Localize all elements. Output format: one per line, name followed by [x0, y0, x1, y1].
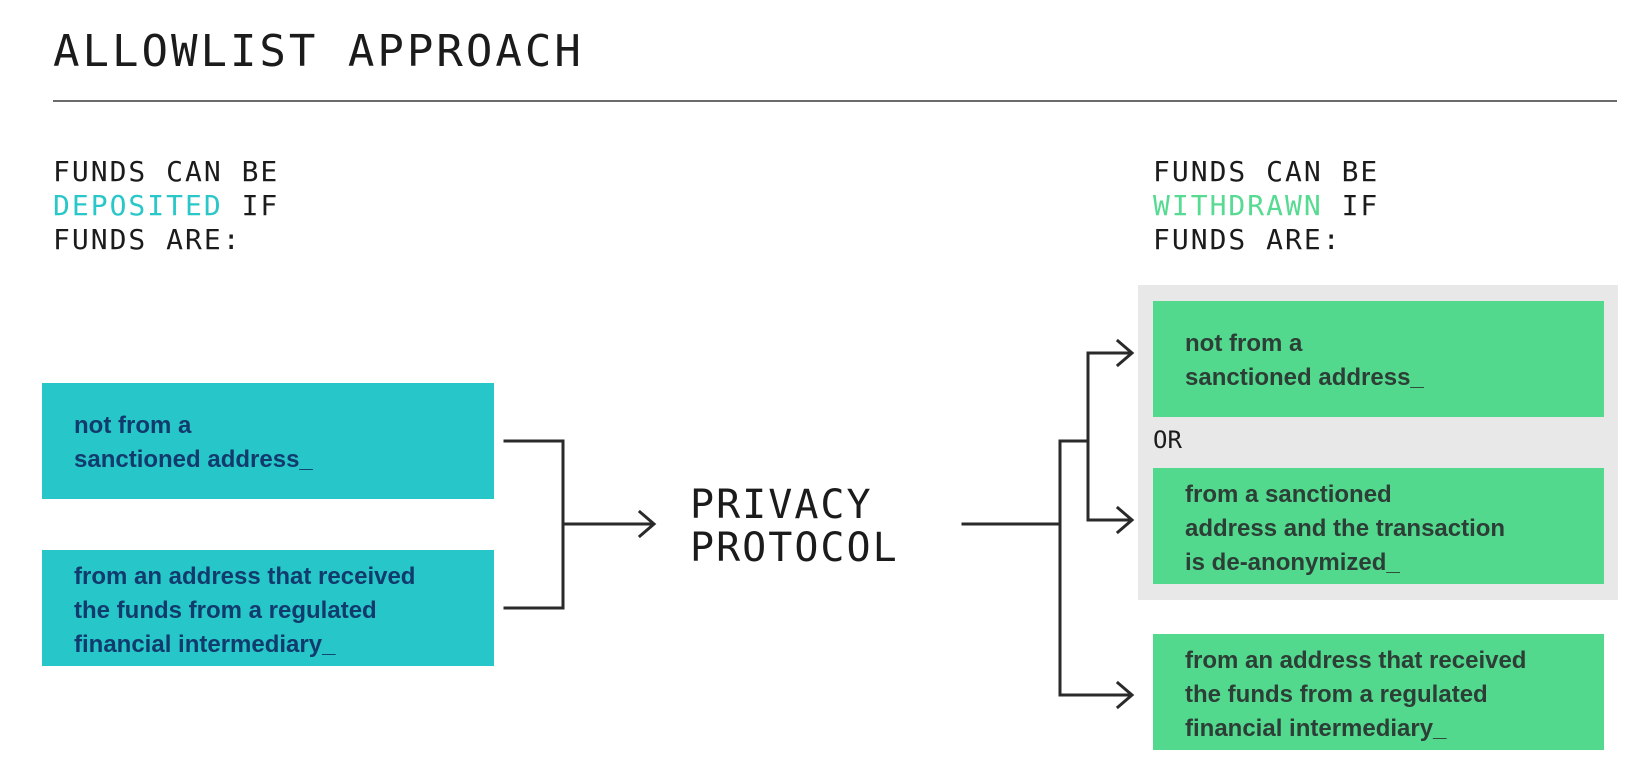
- box-line: not from a: [74, 412, 192, 439]
- title-divider: [53, 100, 1617, 102]
- deposit-heading-line1: FUNDS CAN BE: [53, 155, 280, 188]
- privacy-protocol-line1: PRIVACY: [690, 482, 873, 528]
- deposit-condition-not-sanctioned: not from a sanctioned address_: [42, 383, 494, 499]
- deposit-heading: FUNDS CAN BE DEPOSITED IF FUNDS ARE:: [53, 155, 279, 257]
- box-line: not from a: [1185, 330, 1303, 357]
- arrow-head-top: [1115, 338, 1135, 368]
- withdraw-heading-line1: FUNDS CAN BE: [1153, 155, 1380, 188]
- or-label: OR: [1153, 426, 1182, 454]
- withdraw-main-trunk: [1058, 439, 1132, 697]
- privacy-protocol-line2: PROTOCOL: [690, 525, 899, 571]
- deposited-highlight: DEPOSITED: [53, 189, 223, 222]
- withdraw-heading-line3: FUNDS ARE:: [1153, 223, 1342, 256]
- arrow-head-middle: [1115, 505, 1135, 535]
- box-line: from an address that received: [74, 563, 416, 590]
- box-line: address and the transaction: [1185, 515, 1506, 542]
- box-line: financial intermediary_: [1185, 715, 1447, 742]
- withdraw-condition-regulated-intermediary: from an address that received the funds …: [1153, 634, 1604, 750]
- withdraw-condition-de-anonymized: from a sanctioned address and the transa…: [1153, 468, 1604, 584]
- withdraw-heading-line2: WITHDRAWN IF: [1153, 189, 1379, 223]
- deposit-heading-line2: DEPOSITED IF: [53, 189, 279, 223]
- box-line: sanctioned address_: [74, 446, 313, 473]
- withdraw-or-bracket-lower: [1086, 439, 1132, 522]
- box-line: the funds from a regulated: [1185, 681, 1488, 708]
- box-line: from an address that received: [1185, 647, 1527, 674]
- withdraw-heading-line2-rest: IF: [1322, 189, 1380, 222]
- deposit-bracket: [503, 439, 565, 610]
- page-title: ALLOWLIST APPROACH: [53, 26, 584, 77]
- withdraw-or-bracket: [1058, 351, 1132, 443]
- deposit-heading-line2-rest: IF: [222, 189, 280, 222]
- withdraw-condition-not-sanctioned: not from a sanctioned address_: [1153, 301, 1604, 417]
- box-line: is de-anonymized_: [1185, 549, 1400, 576]
- deposit-arrow-head: [637, 509, 657, 539]
- deposit-heading-line3: FUNDS ARE:: [53, 223, 242, 256]
- withdraw-heading: FUNDS CAN BE WITHDRAWN IF FUNDS ARE:: [1153, 155, 1379, 257]
- privacy-protocol-label: PRIVACY PROTOCOL: [690, 484, 899, 570]
- box-line: sanctioned address_: [1185, 364, 1424, 391]
- box-line: from a sanctioned: [1185, 481, 1392, 508]
- deposit-condition-regulated-intermediary: from an address that received the funds …: [42, 550, 494, 666]
- arrow-head-bottom: [1115, 680, 1135, 710]
- withdrawn-highlight: WITHDRAWN: [1153, 189, 1323, 222]
- box-line: financial intermediary_: [74, 631, 336, 658]
- box-line: the funds from a regulated: [74, 597, 377, 624]
